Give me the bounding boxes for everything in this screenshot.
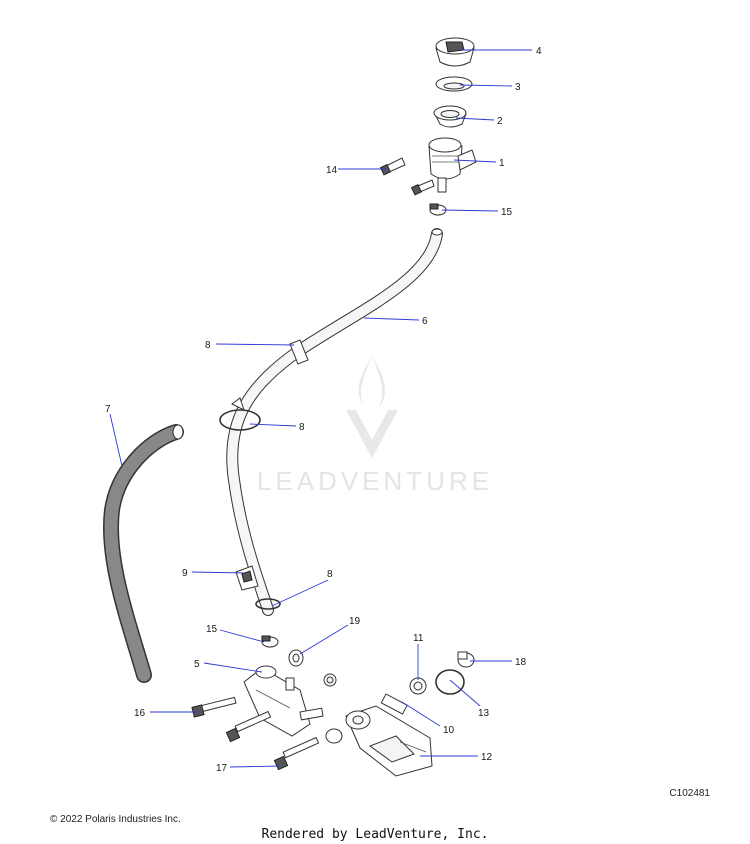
bolt-middle <box>225 710 272 743</box>
leader-2: 2 <box>455 116 503 127</box>
label-7: 7 <box>105 404 111 415</box>
leader-9: 9 <box>182 568 245 579</box>
copyright-text: © 2022 Polaris Industries Inc. <box>50 814 181 825</box>
diagram-code: C102481 <box>669 788 710 799</box>
diaphragm <box>435 76 473 92</box>
leader-11: 11 <box>413 633 424 680</box>
seal-small <box>323 673 337 687</box>
plate <box>433 105 467 128</box>
label-14: 14 <box>326 165 338 176</box>
screw-reservoir <box>410 179 435 196</box>
leader-13: 13 <box>449 679 490 719</box>
rendered-by-text: Rendered by LeadVenture, Inc. <box>261 827 489 842</box>
label-15-lower: 15 <box>206 624 218 635</box>
watermark-text: LEADVENTURE <box>257 466 493 496</box>
hose-7 <box>103 424 184 683</box>
flame-icon <box>358 356 386 408</box>
leader-14: 14 <box>326 165 386 176</box>
screw-14 <box>379 157 406 176</box>
spring-clip-13 <box>435 669 465 695</box>
label-4: 4 <box>536 46 542 57</box>
leader-10: 10 <box>401 701 455 736</box>
leader-8-upper: 8 <box>205 340 295 351</box>
pedal-12 <box>345 705 433 777</box>
label-18: 18 <box>515 657 527 668</box>
label-16: 16 <box>134 708 146 719</box>
clip-8-upper <box>289 339 309 365</box>
label-8-middle: 8 <box>299 422 305 433</box>
label-15-upper: 15 <box>501 207 513 218</box>
label-17: 17 <box>216 763 228 774</box>
boot <box>325 728 343 744</box>
label-5: 5 <box>194 659 200 670</box>
leader-3: 3 <box>459 82 521 93</box>
leader-15-upper: 15 <box>441 207 513 218</box>
leadventure-watermark: LEADVENTURE <box>257 356 493 496</box>
leader-19: 19 <box>299 616 361 655</box>
leader-5: 5 <box>194 659 263 673</box>
label-2: 2 <box>497 116 503 127</box>
bushing-11 <box>409 677 427 695</box>
v-logo-icon <box>346 410 398 458</box>
leader-7: 7 <box>105 404 123 467</box>
cap-18 <box>457 651 475 668</box>
leader-12: 12 <box>420 752 493 763</box>
reservoir-cap <box>435 37 475 67</box>
clip-8-middle <box>219 397 261 431</box>
label-8-upper: 8 <box>205 340 211 351</box>
hose-clamp-upper <box>429 203 447 216</box>
bolt-17 <box>273 736 320 771</box>
master-cylinder <box>243 665 324 737</box>
label-10: 10 <box>443 725 455 736</box>
label-6: 6 <box>422 316 428 327</box>
label-13: 13 <box>478 708 490 719</box>
hose-6 <box>226 228 443 616</box>
label-19: 19 <box>349 616 361 627</box>
reservoir <box>428 137 477 193</box>
label-9: 9 <box>182 568 188 579</box>
pin-10 <box>380 693 408 715</box>
leader-4: 4 <box>462 46 542 57</box>
leader-8-lower: 8 <box>271 569 333 607</box>
leader-1: 1 <box>453 158 505 169</box>
label-12: 12 <box>481 752 493 763</box>
leader-6: 6 <box>363 316 428 327</box>
leader-16: 16 <box>134 708 198 719</box>
bolt-16 <box>191 696 237 718</box>
clip-8-lower <box>255 598 281 610</box>
leader-17: 17 <box>216 763 281 774</box>
label-3: 3 <box>515 82 521 93</box>
leader-15-lower: 15 <box>206 624 265 643</box>
label-1: 1 <box>499 158 505 169</box>
clip-9 <box>235 565 259 591</box>
grommet-19 <box>288 649 304 667</box>
leader-8-middle: 8 <box>249 422 305 433</box>
label-8-lower: 8 <box>327 569 333 580</box>
leader-18: 18 <box>470 657 527 668</box>
label-11: 11 <box>413 633 424 644</box>
hose-clamp-lower <box>261 635 279 648</box>
